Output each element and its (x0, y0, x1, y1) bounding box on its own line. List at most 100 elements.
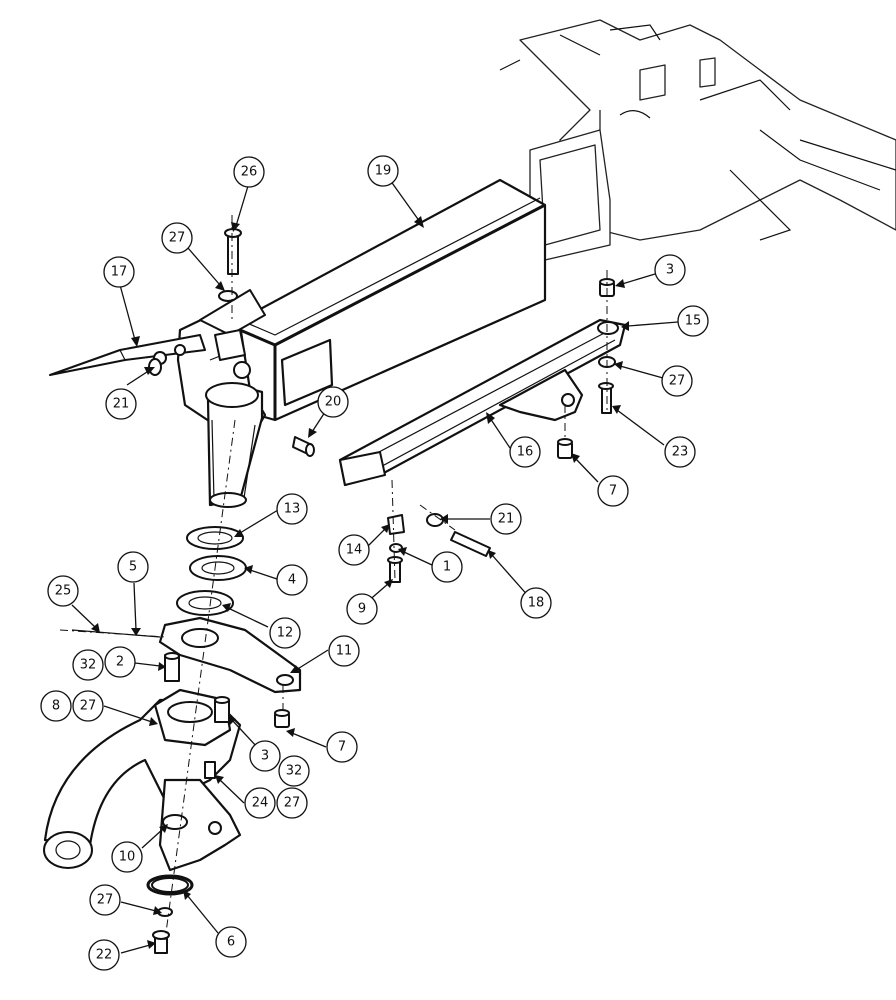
callout-25: 25 (47, 575, 79, 607)
bolt-23 (598, 382, 614, 414)
callout-9: 9 (346, 593, 378, 625)
svg-text:13: 13 (284, 502, 301, 517)
svg-text:32: 32 (286, 764, 303, 779)
svg-text:2: 2 (116, 655, 124, 670)
callout-27: 27 (661, 365, 693, 397)
bolt-18 (450, 531, 491, 557)
svg-text:20: 20 (325, 395, 342, 410)
retainer-13 (186, 526, 244, 550)
callout-5: 5 (117, 551, 149, 583)
svg-text:27: 27 (80, 699, 97, 714)
callout-3: 3 (654, 254, 686, 286)
svg-text:3: 3 (261, 749, 269, 764)
callout-23: 23 (664, 436, 696, 468)
bushing-3 (214, 696, 230, 723)
steering-arm-11 (158, 616, 302, 694)
svg-text:9: 9 (358, 602, 366, 617)
callout-27: 27 (161, 222, 193, 254)
svg-text:12: 12 (277, 626, 294, 641)
svg-text:21: 21 (113, 397, 130, 412)
leader-lines (71, 179, 679, 954)
callout-3: 3 (249, 740, 281, 772)
clip-14 (387, 514, 405, 535)
drag-link-15 (338, 318, 627, 487)
bolt-22 (152, 930, 170, 954)
spike-17 (49, 334, 206, 376)
nut-7-lower (274, 709, 290, 728)
callout-21: 21 (105, 388, 137, 420)
callout-18: 18 (520, 587, 552, 619)
svg-text:23: 23 (672, 445, 689, 460)
washer-4 (189, 555, 247, 581)
svg-text:4: 4 (288, 573, 296, 588)
callout-6: 6 (215, 926, 247, 958)
svg-text:27: 27 (169, 231, 186, 246)
svg-text:19: 19 (375, 164, 392, 179)
callout-26: 26 (233, 156, 265, 188)
nut-7-right (557, 438, 573, 459)
callout-21: 21 (490, 503, 522, 535)
callout-10: 10 (111, 841, 143, 873)
svg-text:22: 22 (96, 948, 113, 963)
svg-text:25: 25 (55, 584, 72, 599)
callout-16: 16 (509, 436, 541, 468)
svg-text:1: 1 (443, 560, 451, 575)
square-tube-19 (238, 178, 547, 422)
svg-text:26: 26 (241, 165, 258, 180)
callout-19: 19 (367, 155, 399, 187)
callout-8: 8 (40, 690, 72, 722)
king-pin-shaft (205, 382, 264, 508)
bushing-2 (164, 652, 180, 682)
callout-20: 20 (317, 386, 349, 418)
svg-text:32: 32 (80, 658, 97, 673)
svg-text:11: 11 (336, 644, 353, 659)
callout-27: 27 (89, 884, 121, 916)
seal-6 (146, 874, 194, 896)
svg-text:10: 10 (119, 850, 136, 865)
bolt-26 (224, 228, 242, 275)
svg-text:18: 18 (528, 596, 545, 611)
svg-text:14: 14 (346, 543, 363, 558)
callout-22: 22 (88, 939, 120, 971)
svg-text:24: 24 (252, 796, 269, 811)
callout-7: 7 (597, 475, 629, 507)
callout-12: 12 (269, 617, 301, 649)
callout-32: 32 (278, 755, 310, 787)
svg-text:3: 3 (666, 263, 674, 278)
callout-27: 27 (276, 787, 308, 819)
svg-text:15: 15 (685, 314, 702, 329)
washer-27-top (218, 290, 238, 302)
callout-13: 13 (276, 493, 308, 525)
pin-20 (292, 436, 315, 457)
svg-text:6: 6 (227, 935, 235, 950)
callout-17: 17 (103, 256, 135, 288)
shim-12 (176, 590, 234, 616)
svg-text:27: 27 (669, 374, 686, 389)
stud-24 (204, 761, 216, 779)
callout-1: 1 (431, 551, 463, 583)
svg-text:5: 5 (129, 560, 137, 575)
svg-text:17: 17 (111, 265, 128, 280)
callout-2: 2 (104, 646, 136, 678)
svg-text:8: 8 (52, 699, 60, 714)
callout-11: 11 (328, 635, 360, 667)
callout-27: 27 (72, 690, 104, 722)
callout-4: 4 (276, 564, 308, 596)
centerlines (59, 215, 608, 941)
svg-text:27: 27 (97, 893, 114, 908)
bolt-9 (387, 556, 403, 583)
main-frame (499, 19, 896, 261)
tie-bracket-16 (498, 368, 584, 422)
callout-24: 24 (244, 787, 276, 819)
svg-text:16: 16 (517, 445, 534, 460)
svg-text:21: 21 (498, 512, 515, 527)
svg-text:7: 7 (609, 484, 617, 499)
callout-32: 32 (72, 649, 104, 681)
svg-text:7: 7 (338, 740, 346, 755)
callout-15: 15 (677, 305, 709, 337)
callout-7: 7 (326, 731, 358, 763)
callout-14: 14 (338, 534, 370, 566)
spindle-8 (43, 688, 242, 872)
svg-text:27: 27 (284, 796, 301, 811)
